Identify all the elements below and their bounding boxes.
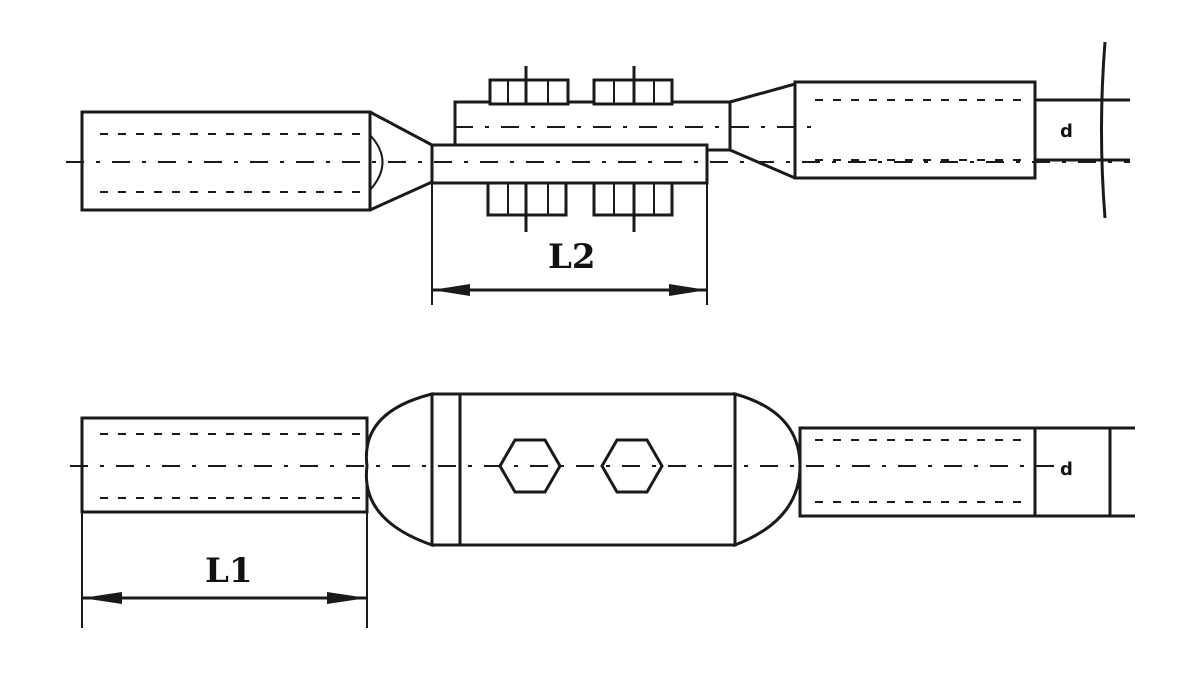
top-lower-bar bbox=[430, 143, 709, 185]
top-bolt-head-1 bbox=[488, 78, 570, 106]
dimension-label-l2: L2 bbox=[548, 237, 596, 277]
arrow-icon bbox=[669, 284, 707, 296]
top-left-taper bbox=[369, 110, 433, 212]
top-end-marker: d bbox=[1060, 121, 1073, 142]
top-right-taper bbox=[729, 82, 796, 180]
top-break-line bbox=[1100, 41, 1107, 219]
arrow-icon bbox=[432, 284, 470, 296]
bottom-body-right-dome bbox=[733, 392, 802, 548]
bottom-view: d L1 bbox=[70, 392, 1135, 628]
bottom-central-body bbox=[430, 392, 737, 547]
arrow-icon bbox=[327, 592, 367, 604]
bottom-end-marker: d bbox=[1060, 459, 1073, 480]
top-view: d L2 bbox=[66, 41, 1130, 305]
bottom-body-left-dome bbox=[364, 392, 434, 548]
hex-bolt-icon bbox=[600, 438, 664, 494]
dimension-label-l1: L1 bbox=[205, 551, 253, 591]
top-right-barrel bbox=[793, 80, 1037, 180]
top-left-taper-arc bbox=[369, 134, 384, 191]
arrow-icon bbox=[82, 592, 122, 604]
